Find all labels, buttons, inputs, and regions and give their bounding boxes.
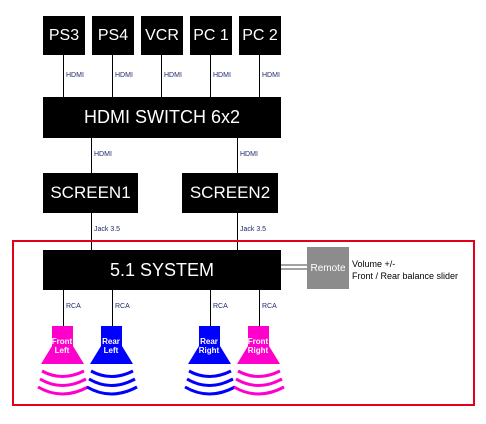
speaker-rear-left-line1: Rear	[102, 337, 120, 346]
remote-note-balance: Front / Rear balance slider	[352, 271, 459, 281]
speaker-front-left-label: Front Left	[46, 337, 78, 355]
speaker-rear-left-line2: Left	[103, 346, 119, 355]
screen2: SCREEN2	[182, 173, 278, 213]
hdmi-label-vcr: HDMI	[164, 72, 182, 79]
speaker-rear-right-label: Rear Right	[193, 337, 225, 355]
hdmi-line-ps4	[112, 55, 113, 97]
rca-line-front-left	[63, 290, 64, 328]
speaker-rear-right-line2: Right	[198, 346, 220, 355]
hdmi-label-pc2: HDMI	[262, 72, 280, 79]
rca-label-rear-left: RCA	[115, 303, 130, 310]
screen1: SCREEN1	[43, 173, 138, 213]
speaker-front-left-line2: Left	[54, 346, 70, 355]
source-ps4: PS4	[92, 16, 134, 55]
hdmi-line-vcr	[161, 55, 162, 97]
source-ps3: PS3	[43, 16, 85, 55]
hdmi-line-pc2	[259, 55, 260, 97]
rca-line-rear-left	[112, 290, 113, 328]
hdmi-label-screen1: HDMI	[94, 151, 112, 158]
source-vcr: VCR	[141, 16, 183, 55]
rca-line-front-right	[259, 290, 260, 328]
hdmi-label-screen2: HDMI	[240, 151, 258, 158]
hdmi-label-ps3: HDMI	[66, 72, 84, 79]
remote-note-volume: Volume +/-	[352, 259, 396, 269]
speaker-rear-left-icon	[86, 326, 138, 396]
hdmi-switch: HDMI SWITCH 6x2	[43, 97, 281, 138]
audio-system-zone	[12, 240, 475, 406]
source-pc2: PC 2	[239, 16, 281, 55]
rca-label-rear-right: RCA	[213, 303, 228, 310]
speaker-rear-right-icon	[184, 326, 236, 396]
source-pc1: PC 1	[190, 16, 232, 55]
rca-label-front-left: RCA	[66, 303, 81, 310]
hdmi-line-pc1	[210, 55, 211, 97]
speaker-front-left-line1: Front	[51, 337, 73, 346]
surround-system: 5.1 SYSTEM	[43, 250, 281, 290]
jack-label-screen2: Jack 3.5	[240, 226, 267, 233]
remote-link	[281, 264, 308, 270]
rca-line-rear-right	[210, 290, 211, 328]
speaker-front-right-line1: Front	[247, 337, 269, 346]
hdmi-label-pc1: HDMI	[213, 72, 231, 79]
speaker-front-right-icon	[233, 326, 285, 396]
rca-label-front-right: RCA	[262, 303, 277, 310]
speaker-front-left-icon	[37, 326, 89, 396]
hdmi-line-screen1	[91, 138, 92, 173]
speaker-rear-left-label: Rear Left	[95, 337, 127, 355]
speaker-front-right-label: Front Right	[242, 337, 274, 355]
jack-label-screen1: Jack 3.5	[94, 226, 121, 233]
hdmi-line-screen2	[237, 138, 238, 173]
jack-line-screen2	[237, 213, 238, 250]
remote-control: Remote	[307, 247, 349, 289]
speaker-front-right-line2: Right	[247, 346, 269, 355]
hdmi-label-ps4: HDMI	[115, 72, 133, 79]
hdmi-line-ps3	[63, 55, 64, 97]
jack-line-screen1	[91, 213, 92, 250]
remote-description: Volume +/- Front / Rear balance slider	[352, 258, 458, 282]
speaker-rear-right-line1: Rear	[200, 337, 218, 346]
